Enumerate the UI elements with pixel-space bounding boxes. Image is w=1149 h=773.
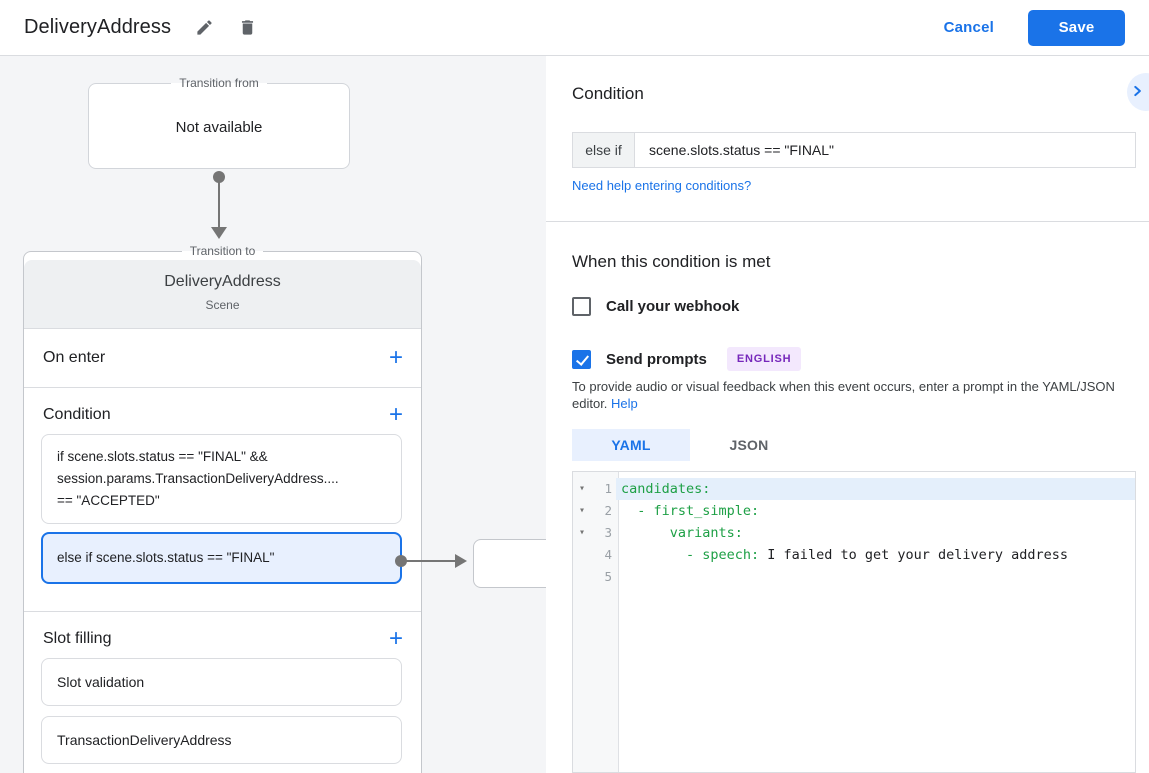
code-line-content[interactable] bbox=[616, 566, 1135, 588]
line-number: 1 bbox=[604, 481, 612, 496]
condition-section: Condition + if scene.slots.status == "FI… bbox=[24, 388, 421, 612]
slot-item[interactable]: TransactionDeliveryAddress bbox=[41, 716, 402, 764]
transition-to-legend: Transition to bbox=[189, 244, 256, 258]
edit-scene-button[interactable] bbox=[191, 14, 218, 41]
code-line: 4 - speech: I failed to get your deliver… bbox=[573, 544, 1135, 566]
fold-gutter bbox=[573, 544, 591, 566]
transition-to-card: Transition to DeliveryAddress Scene On e… bbox=[23, 242, 422, 773]
condition-items: if scene.slots.status == "FINAL" &&sessi… bbox=[24, 434, 421, 584]
call-webhook-checkbox[interactable] bbox=[572, 297, 591, 316]
page-title: DeliveryAddress bbox=[24, 16, 172, 38]
yaml-code-editor[interactable]: ▾ 1 candidates: ▾ 2 - first_simple: ▾ 3 varian… bbox=[572, 471, 1136, 773]
collapse-panel-button[interactable] bbox=[1127, 73, 1149, 111]
transition-from-box: Transition from Not available bbox=[88, 74, 350, 169]
scene-type-label: Scene bbox=[205, 298, 240, 312]
code-line: ▾ 2 - first_simple: bbox=[573, 500, 1135, 522]
line-number: 4 bbox=[604, 547, 612, 562]
add-condition-button[interactable]: + bbox=[388, 401, 403, 428]
save-button[interactable]: Save bbox=[1028, 9, 1125, 46]
condition-expression-row: else if bbox=[572, 132, 1136, 168]
divider bbox=[546, 221, 1149, 222]
delete-scene-button[interactable] bbox=[234, 14, 261, 41]
tab-yaml[interactable]: YAML bbox=[572, 429, 690, 461]
webhook-row: Call your webhook bbox=[572, 297, 739, 316]
line-number: 3 bbox=[604, 525, 612, 540]
code-line-content[interactable]: - first_simple: bbox=[621, 503, 760, 519]
arrow-down-icon bbox=[211, 227, 227, 239]
fold-gutter bbox=[573, 566, 591, 588]
cancel-button[interactable]: Cancel bbox=[943, 19, 994, 36]
connector-line-vertical bbox=[218, 177, 220, 229]
trash-icon bbox=[238, 18, 257, 37]
condition-item[interactable]: if scene.slots.status == "FINAL" &&sessi… bbox=[41, 434, 402, 524]
line-number: 2 bbox=[604, 503, 612, 518]
code-line-content[interactable]: variants: bbox=[621, 525, 743, 541]
pencil-icon bbox=[195, 18, 214, 37]
fold-arrow-icon[interactable]: ▾ bbox=[578, 527, 586, 538]
transition-from-legend: Transition from bbox=[179, 76, 259, 90]
line-number: 5 bbox=[604, 569, 612, 584]
scene-card-header: DeliveryAddress Scene bbox=[24, 251, 421, 329]
send-prompts-checkbox[interactable] bbox=[572, 349, 591, 369]
on-enter-section: On enter + bbox=[24, 329, 421, 388]
condition-keyword-label: else if bbox=[573, 133, 635, 167]
language-badge: ENGLISH bbox=[726, 347, 802, 371]
condition-help-link[interactable]: Need help entering conditions? bbox=[572, 178, 752, 193]
editor-format-tabs: YAML JSON bbox=[572, 429, 808, 461]
condition-item[interactable]: else if scene.slots.status == "FINAL" bbox=[41, 532, 402, 584]
send-prompts-label[interactable]: Send prompts bbox=[606, 350, 707, 368]
send-prompts-row: Send prompts ENGLISH bbox=[572, 347, 802, 371]
fold-arrow-icon[interactable]: ▾ bbox=[578, 483, 586, 494]
code-line: ▾ 1 candidates: bbox=[573, 478, 1135, 500]
condition-editor-panel: Condition else if Need help entering con… bbox=[546, 56, 1149, 773]
when-condition-met-title: When this condition is met bbox=[572, 252, 771, 271]
app-bar: DeliveryAddress Cancel Save bbox=[0, 0, 1149, 56]
on-enter-label: On enter bbox=[43, 349, 106, 366]
code-line-content[interactable]: candidates: bbox=[616, 478, 1135, 500]
add-on-enter-button[interactable]: + bbox=[388, 344, 403, 371]
call-webhook-label[interactable]: Call your webhook bbox=[606, 298, 740, 315]
slot-filling-label: Slot filling bbox=[43, 630, 112, 647]
scene-name: DeliveryAddress bbox=[164, 273, 281, 290]
slot-item[interactable]: Slot validation bbox=[41, 658, 402, 706]
fold-arrow-icon[interactable]: ▾ bbox=[578, 505, 586, 516]
transition-target-box[interactable] bbox=[473, 539, 546, 588]
code-line: 5 bbox=[573, 566, 1135, 588]
code-line: ▾ 3 variants: bbox=[573, 522, 1135, 544]
arrow-right-icon bbox=[455, 554, 467, 568]
connector-line-horizontal bbox=[401, 560, 455, 562]
description-text: To provide audio or visual feedback when… bbox=[572, 379, 1115, 411]
transition-from-value: Not available bbox=[175, 118, 263, 136]
add-slot-button[interactable]: + bbox=[388, 625, 403, 652]
prompt-editor-description: To provide audio or visual feedback when… bbox=[572, 378, 1134, 412]
tab-json[interactable]: JSON bbox=[729, 437, 769, 453]
help-link[interactable]: Help bbox=[611, 396, 638, 411]
chevron-right-icon bbox=[1130, 84, 1144, 101]
scene-diagram-canvas: Transition from Not available Transition… bbox=[0, 56, 546, 773]
panel-title: Condition bbox=[572, 84, 644, 103]
code-line-content[interactable]: - speech: I failed to get your delivery … bbox=[621, 547, 1069, 563]
condition-section-label: Condition bbox=[43, 406, 111, 423]
condition-expression-input[interactable] bbox=[635, 133, 1135, 167]
